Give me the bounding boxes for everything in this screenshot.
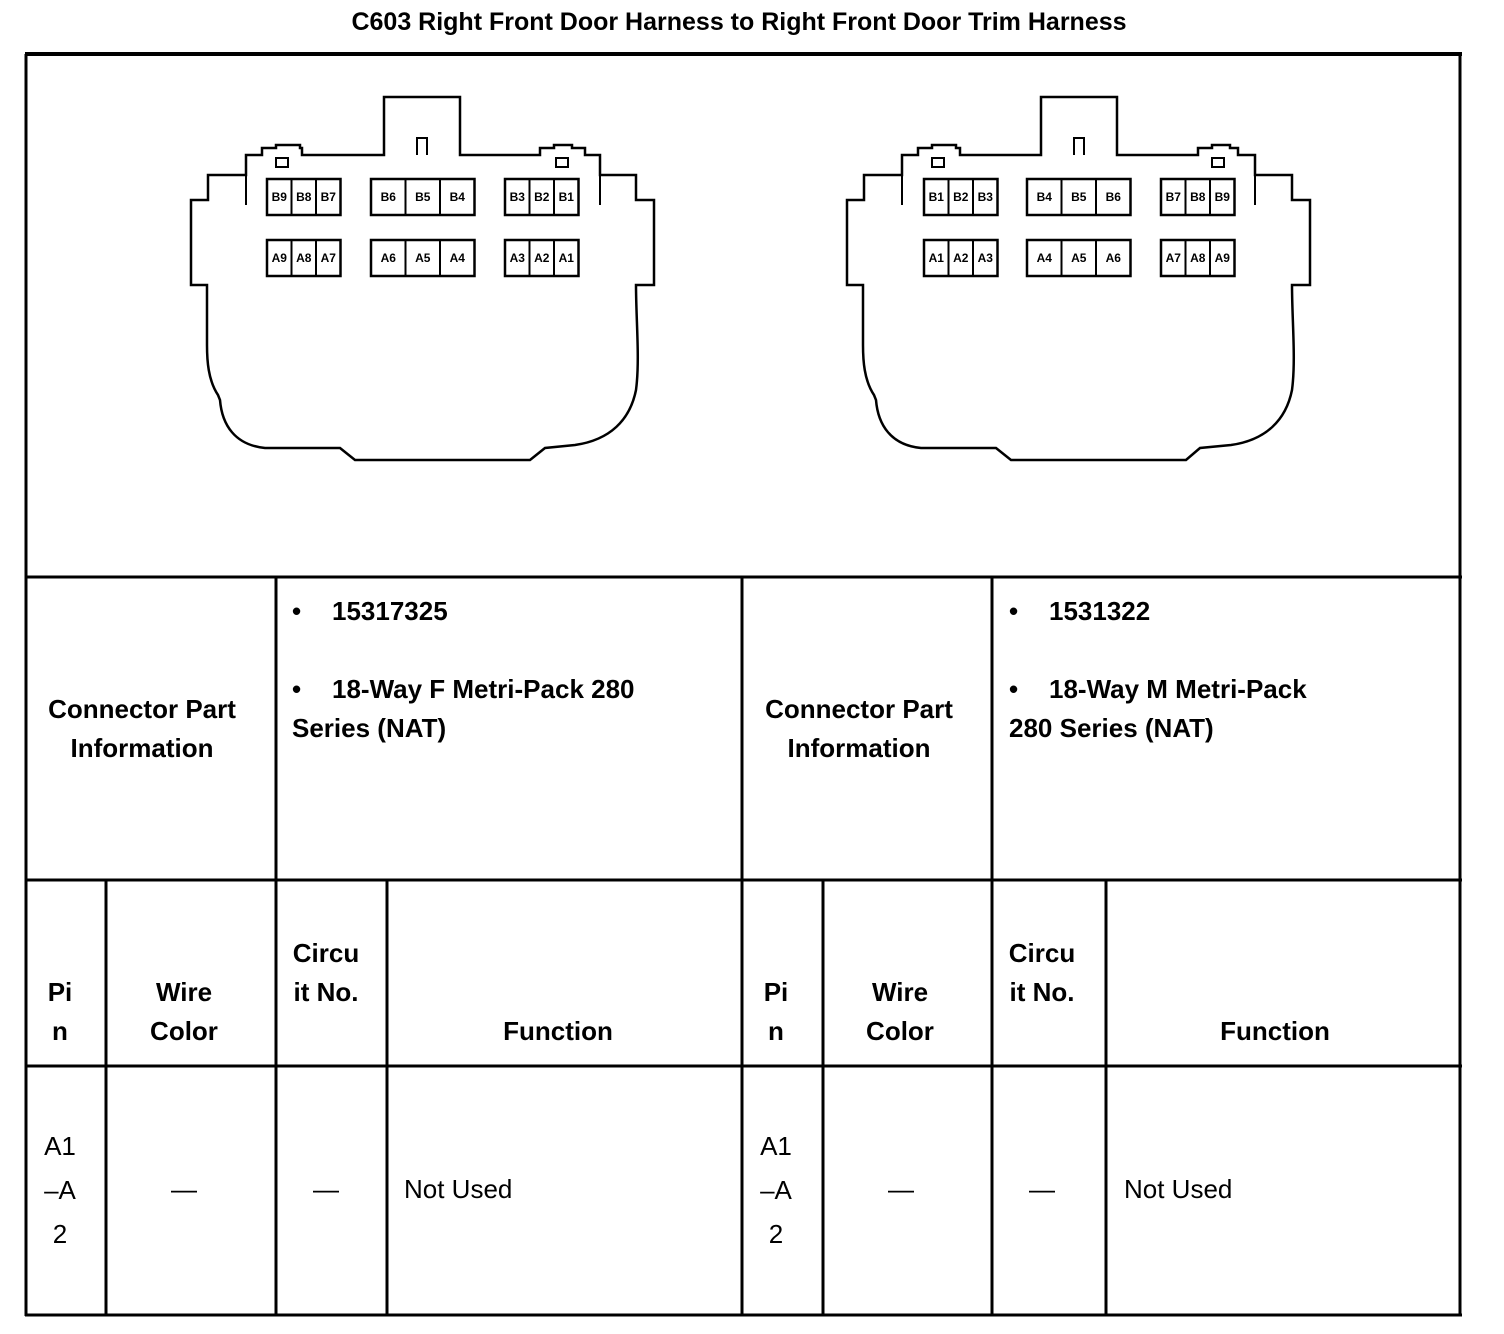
row-circuit-no-left: — bbox=[313, 1174, 339, 1204]
pin-label-b6: B6 bbox=[1106, 190, 1122, 204]
part-number-right: 1531322 bbox=[1049, 596, 1151, 626]
header-wire-color-right: Wire Color bbox=[866, 977, 934, 1046]
description-bullet-left: • bbox=[292, 674, 302, 704]
pin-label-b7: B7 bbox=[321, 190, 337, 204]
pin-label-a9: A9 bbox=[272, 251, 288, 265]
pin-label-b5: B5 bbox=[1071, 190, 1087, 204]
pin-label-b4: B4 bbox=[1037, 190, 1053, 204]
description-bullet-right: • bbox=[1009, 674, 1019, 704]
pin-label-b8: B8 bbox=[1190, 190, 1206, 204]
pin-label-b6: B6 bbox=[381, 190, 397, 204]
pin-label-a7: A7 bbox=[321, 251, 337, 265]
pin-group-frame bbox=[1159, 177, 1236, 217]
pin-group-frame bbox=[503, 177, 580, 217]
part-number-bullet-left: • bbox=[292, 596, 302, 626]
header-wire-color-left: Wire Color bbox=[150, 977, 218, 1046]
part-info-label-right: Connector Part Information bbox=[765, 694, 953, 763]
pin-label-a5: A5 bbox=[415, 251, 431, 265]
pin-label-b7: B7 bbox=[1166, 190, 1182, 204]
page-title: C603 Right Front Door Harness to Right F… bbox=[351, 8, 1127, 36]
pin-label-a4: A4 bbox=[450, 251, 466, 265]
header-pin-left: Pin bbox=[47, 977, 73, 1046]
row-wire-color-right: — bbox=[888, 1174, 914, 1204]
pin-label-a1: A1 bbox=[559, 251, 575, 265]
pin-label-b1: B1 bbox=[929, 190, 945, 204]
pin-label-a3: A3 bbox=[510, 251, 526, 265]
header-function-right: Function bbox=[1220, 1016, 1330, 1046]
pin-group-frame bbox=[922, 177, 999, 217]
pin-group-frame bbox=[369, 177, 476, 217]
header-pin-right: Pin bbox=[763, 977, 789, 1046]
pin-label-a3: A3 bbox=[978, 251, 994, 265]
pin-group-frame bbox=[1025, 177, 1132, 217]
pin-label-b3: B3 bbox=[510, 190, 526, 204]
pin-label-a7: A7 bbox=[1166, 251, 1182, 265]
pin-label-a8: A8 bbox=[296, 251, 312, 265]
header-circuit-no-left: Circuit No. bbox=[292, 938, 360, 1007]
connector-description-left: 18-Way F Metri-Pack 280 Series (NAT) bbox=[292, 674, 635, 743]
pin-label-b9: B9 bbox=[272, 190, 288, 204]
pin-group-frame bbox=[369, 238, 476, 278]
part-number-left: 15317325 bbox=[332, 596, 448, 626]
pin-label-b4: B4 bbox=[450, 190, 466, 204]
pin-group-frame bbox=[265, 238, 342, 278]
pin-label-a1: A1 bbox=[929, 251, 945, 265]
header-circuit-no-right: Circuit No. bbox=[1008, 938, 1076, 1007]
pin-label-a8: A8 bbox=[1190, 251, 1206, 265]
pin-group-frame bbox=[1025, 238, 1132, 278]
pin-label-b3: B3 bbox=[978, 190, 994, 204]
pin-label-a2: A2 bbox=[534, 251, 550, 265]
row-wire-color-left: — bbox=[171, 1174, 197, 1204]
pin-group-frame bbox=[922, 238, 999, 278]
connector-description-right: 18-Way M Metri-Pack 280 Series (NAT) bbox=[1009, 674, 1307, 743]
pin-group-frame bbox=[503, 238, 580, 278]
pin-label-b9: B9 bbox=[1215, 190, 1231, 204]
header-function-left: Function bbox=[503, 1016, 613, 1046]
pin-label-a2: A2 bbox=[953, 251, 969, 265]
pin-label-a4: A4 bbox=[1037, 251, 1053, 265]
row-function-left: Not Used bbox=[404, 1174, 513, 1204]
pin-label-b8: B8 bbox=[296, 190, 312, 204]
row-pin-left: A1–A2 bbox=[44, 1131, 76, 1249]
pin-group-frame bbox=[1159, 238, 1236, 278]
pin-label-b2: B2 bbox=[953, 190, 969, 204]
pin-label-a9: A9 bbox=[1215, 251, 1231, 265]
part-info-label-left: Connector Part Information bbox=[48, 694, 236, 763]
pin-label-b2: B2 bbox=[534, 190, 550, 204]
pin-label-b5: B5 bbox=[415, 190, 431, 204]
part-number-bullet-right: • bbox=[1009, 596, 1019, 626]
pin-label-a6: A6 bbox=[1106, 251, 1122, 265]
row-circuit-no-right: — bbox=[1029, 1174, 1055, 1204]
pin-label-a5: A5 bbox=[1071, 251, 1087, 265]
row-pin-right: A1–A2 bbox=[760, 1131, 792, 1249]
pin-label-a6: A6 bbox=[381, 251, 397, 265]
pin-group-frame bbox=[265, 177, 342, 217]
pin-label-b1: B1 bbox=[559, 190, 575, 204]
row-function-right: Not Used bbox=[1124, 1174, 1233, 1204]
